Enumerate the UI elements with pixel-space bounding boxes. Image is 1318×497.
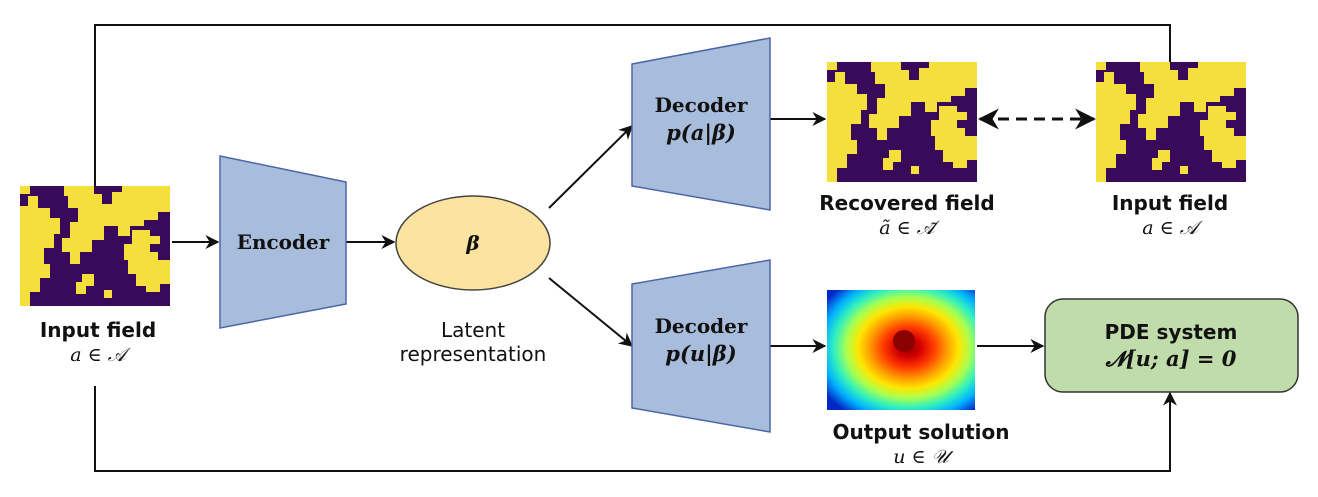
recovered-field-label: Recovered field: [819, 191, 994, 215]
recovered-field-math: ã ∈ 𝒜̃: [879, 217, 940, 239]
encoder-label: Encoder: [237, 230, 330, 254]
input-field-target-math: a ∈ 𝒜: [1142, 217, 1203, 239]
latent-caption-line2: representation: [400, 342, 547, 366]
latent-caption-line1: Latent: [441, 318, 505, 342]
input-field-math: a ∈ 𝒜: [70, 344, 131, 366]
input-field-target-image: [1096, 62, 1246, 182]
decoder-u-math: p(u|β): [665, 341, 736, 366]
arrow-latent-to-decoder-u: [548, 277, 634, 347]
output-solution-math: u ∈ 𝒰: [893, 446, 953, 468]
input-field-label: Input field: [40, 318, 156, 342]
arrow-latent-to-decoder-a: [548, 125, 633, 209]
recovered-field-image: [827, 62, 977, 182]
connectors: [94, 24, 1177, 472]
output-solution-label: Output solution: [832, 420, 1009, 444]
decoder-u-label: Decoder: [655, 314, 748, 338]
skip-connection-bottom: [94, 386, 1177, 472]
encoder-block: [219, 155, 347, 329]
latent-symbol: β: [465, 231, 479, 255]
output-solution-heatmap: [827, 290, 975, 410]
decoder-a-math: p(a|β): [666, 120, 736, 145]
pde-system-math: 𝓝[u; a] = 0: [1105, 346, 1237, 371]
decoder-a-label: Decoder: [655, 93, 748, 117]
latent-ellipse: [395, 195, 551, 291]
pde-system-label: PDE system: [1105, 320, 1238, 344]
decoder-a-block: [631, 37, 771, 211]
decoder-u-block: [631, 259, 771, 433]
input-field-target-label: Input field: [1112, 191, 1228, 215]
pde-system-box: [1044, 298, 1299, 393]
skip-connection-top: [94, 24, 1171, 186]
input-field-image: [20, 186, 170, 306]
